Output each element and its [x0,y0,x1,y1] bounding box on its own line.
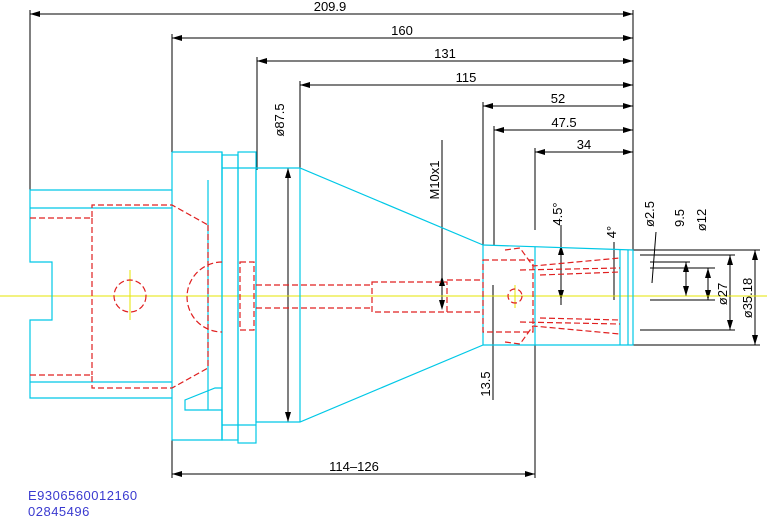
adjust-range-label: 114–126 [329,459,379,474]
dim-9-5-label: 9.5 [672,209,687,227]
bore-diameter-label: ø12 [694,209,709,231]
dim-34-label: 34 [577,137,591,152]
angle-outer-label: 4.5° [550,202,565,225]
part-number-2: 02845496 [28,504,90,519]
dim-13-5-label: 13.5 [478,371,493,396]
dim-115-label: 115 [456,70,477,85]
dim-131-label: 131 [434,46,456,61]
thread-label: M10x1 [427,160,442,199]
dim-47-5-label: 47.5 [551,115,576,130]
dimension-arrows [30,11,758,477]
tool-body [29,151,634,444]
part-number-1: E9306560012160 [28,488,138,503]
dim-52-label: 52 [551,91,565,106]
hidden-features [30,204,621,389]
hole-diameter-label: ø2.5 [642,201,657,227]
collet-diameter-label: ø27 [715,283,730,305]
dim-160-label: 160 [391,23,413,38]
flange-diameter-label: ø87.5 [272,103,287,136]
total-length-label: 209.9 [314,0,347,14]
angle-inner-label: 4° [604,226,619,238]
nose-diameter-label: ø35.18 [740,278,755,318]
dimension-lines [29,10,760,478]
